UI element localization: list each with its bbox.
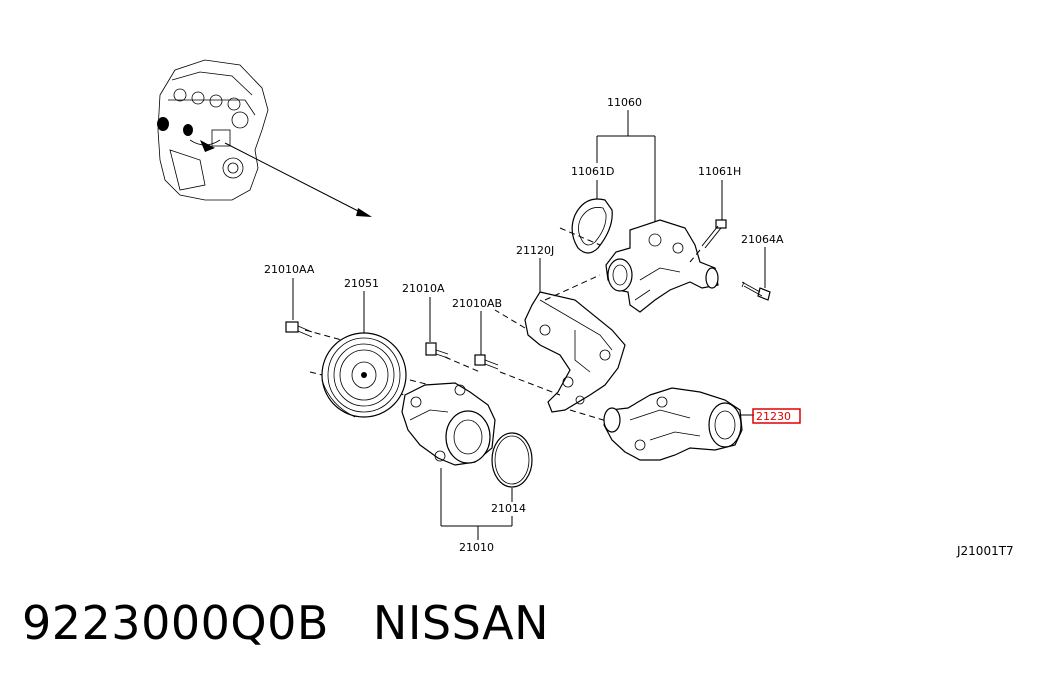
pointer-arrowhead [356,208,372,217]
pointer-arrow-line [224,142,363,214]
bolt-21010AA [285,321,313,338]
align-line-4 [499,371,561,396]
caption-bar: 9223000Q0B NISSAN [22,596,549,650]
label-11060: 11060 [607,96,642,109]
bolt-21010A [425,342,449,359]
thermostat-21230 [603,387,743,461]
align-line-1 [559,227,601,246]
highlight-box-21230 [752,408,801,424]
label-21064A: 21064A [741,233,784,246]
label-21230: 21230 [756,410,791,423]
label-21120J: 21120J [516,244,554,257]
bracket-21010 [440,468,513,527]
label-21010: 21010 [459,541,494,554]
parts-diagram: 11060 11061D 11061H 21064A 21120J 21010A… [157,59,1014,558]
pulley-21051 [321,332,407,418]
align-line-3 [494,309,526,329]
gasket-11061D [571,198,613,254]
engine-thumbnail [157,59,269,201]
brand-name: NISSAN [372,596,550,650]
drawing-code: J21001T7 [956,544,1014,558]
label-21010AA: 21010AA [264,263,315,276]
thermostat-housing-11060 [605,219,719,313]
bolt-21064A [741,281,771,301]
align-line-8 [444,356,481,373]
label-21051: 21051 [344,277,379,290]
label-21014: 21014 [491,502,526,515]
label-11061H: 11061H [698,165,741,178]
label-21010AB: 21010AB [452,297,502,310]
bolt-11061H [701,219,727,249]
o-ring-21014 [491,432,533,488]
align-line-2 [544,274,601,301]
exploded-view-drawing: 11060 11061D 11061H 21064A 21120J 21010A… [157,59,1014,558]
label-11061D: 11061D [571,165,614,178]
label-21010A: 21010A [402,282,445,295]
bracket-11060 [596,110,656,230]
bolt-21010AB [474,354,499,370]
water-pump-21010 [401,382,496,466]
part-number: 9223000Q0B [22,596,329,650]
bracket-21120J [524,291,626,413]
